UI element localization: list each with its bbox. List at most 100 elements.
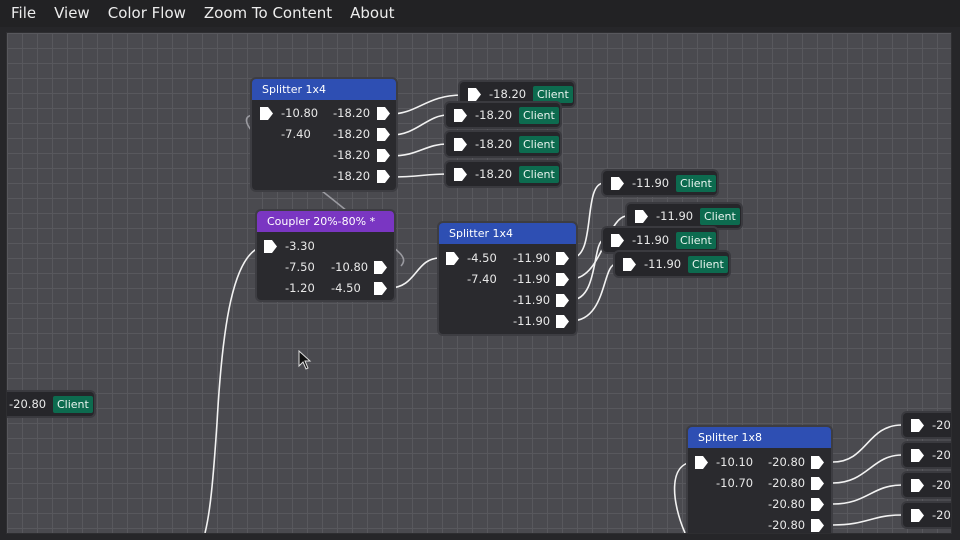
menu-file[interactable]: File [11,4,37,22]
output-pin-icon[interactable] [377,128,390,141]
output-value: -20.80 [768,497,806,511]
splitter-node[interactable]: Splitter 1x8 -10.10 -10.70 -20.80 -20.80… [688,427,831,533]
input-pin-icon[interactable] [695,456,708,469]
client-badge: Client [676,232,716,249]
output-pin-icon[interactable] [377,170,390,183]
client-node[interactable]: -20.80 Client [7,392,94,416]
link [390,173,449,178]
output-pin-icon[interactable] [556,294,569,307]
client-node[interactable]: -11.90 Client [627,204,741,228]
input-pin-icon[interactable] [260,107,273,120]
output-pin-icon[interactable] [811,498,824,511]
input-value: -7.40 [281,127,311,141]
client-badge: Client [519,107,559,124]
input-pin-icon[interactable] [911,449,924,462]
output-value: -18.20 [333,148,371,162]
output-value: -20.80 [768,476,806,490]
output-pin-icon[interactable] [811,477,824,490]
client-value: -20 [932,508,951,522]
menu-color-flow[interactable]: Color Flow [107,4,186,22]
node-title: Splitter 1x8 [688,427,831,448]
menu-zoom-to-content[interactable]: Zoom To Content [203,4,333,22]
input-pin-icon[interactable] [454,109,467,122]
mouse-cursor-icon [298,350,312,370]
client-node[interactable]: -18.20 Client [446,162,560,186]
output-pin-icon[interactable] [811,456,824,469]
client-value: -18.20 [475,167,513,181]
client-node[interactable]: -20 [903,473,951,497]
input-pin-icon[interactable] [911,419,924,432]
link [673,461,696,533]
link [570,239,605,301]
client-value: -18.20 [489,87,527,101]
input-pin-icon[interactable] [911,479,924,492]
client-value: -11.90 [632,176,670,190]
output-pin-icon[interactable] [556,252,569,265]
splitter-node[interactable]: Splitter 1x4 -10.80 -7.40 -18.20 -18.20 … [252,79,396,190]
client-node[interactable]: -11.90 Client [603,171,717,195]
node-title: Splitter 1x4 [252,79,396,100]
input-pin-icon[interactable] [623,258,636,271]
output-value: -18.20 [333,127,371,141]
output-pin-icon[interactable] [374,282,387,295]
input-pin-icon[interactable] [454,138,467,151]
client-node[interactable]: -11.90 Client [603,228,717,252]
input-value: -3.30 [285,239,315,253]
output-pin-icon[interactable] [377,149,390,162]
link [832,484,903,505]
coupler-node[interactable]: Coupler 20%-80% * -3.30 -7.50 -1.20 -10.… [257,211,394,300]
client-value: -18.20 [475,108,513,122]
input-value: -7.40 [467,272,497,286]
client-node[interactable]: -18.20 Client [460,82,574,106]
client-node[interactable]: -18.20 Client [446,103,560,127]
client-value: -20 [932,448,951,462]
client-badge: Client [688,256,728,273]
node-title: Splitter 1x4 [439,223,576,244]
node-canvas[interactable]: Splitter 1x4 -10.80 -7.40 -18.20 -18.20 … [6,32,952,534]
link [388,257,441,289]
output-value: -11.90 [513,251,551,265]
client-node[interactable]: -18.20 Client [446,132,560,156]
output-value: -20.80 [768,455,806,469]
input-pin-icon[interactable] [611,234,624,247]
input-value: -10.80 [281,106,319,120]
output-value: -18.20 [333,106,371,120]
link [832,514,903,526]
client-value: -11.90 [632,233,670,247]
client-badge: Client [519,136,559,153]
output-pin-icon[interactable] [374,261,387,274]
menu-about[interactable]: About [350,4,395,22]
client-badge: Client [533,86,573,103]
menu-view[interactable]: View [54,4,90,22]
client-node[interactable]: -11.90 Client [615,252,729,276]
port-value: -7.50 [285,260,315,274]
input-pin-icon[interactable] [635,210,648,223]
output-pin-icon[interactable] [556,315,569,328]
input-value: -10.10 [716,455,754,469]
client-node[interactable]: -20 [903,413,951,437]
output-value: -11.90 [513,272,551,286]
link [390,114,449,136]
input-pin-icon[interactable] [611,177,624,190]
input-pin-icon[interactable] [454,168,467,181]
client-value: -20 [932,478,951,492]
output-pin-icon[interactable] [556,273,569,286]
input-pin-icon[interactable] [468,88,481,101]
input-pin-icon[interactable] [911,509,924,522]
client-value: -18.20 [475,137,513,151]
link [570,182,605,259]
client-node[interactable]: -20 [903,503,951,527]
client-node[interactable]: -20 [903,443,951,467]
client-badge: Client [700,208,740,225]
link [832,424,903,463]
client-badge: Client [53,396,93,413]
output-pin-icon[interactable] [377,107,390,120]
link [570,263,617,322]
input-pin-icon[interactable] [264,240,277,253]
link [390,143,449,157]
output-pin-icon[interactable] [811,519,824,532]
input-pin-icon[interactable] [446,252,459,265]
splitter-node[interactable]: Splitter 1x4 -4.50 -7.40 -11.90 -11.90 -… [439,223,576,334]
client-value: -20.80 [9,397,47,411]
link [832,454,903,484]
